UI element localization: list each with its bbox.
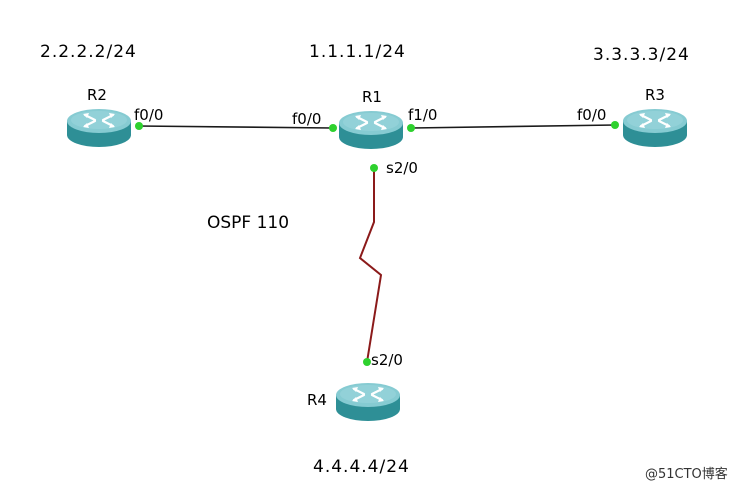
router-r2[interactable] xyxy=(65,107,133,149)
port-dot-r1-f10 xyxy=(407,124,415,132)
port-label-r1-s20: s2/0 xyxy=(386,159,418,177)
port-label-r2-f00: f0/0 xyxy=(134,106,163,124)
link-r1-r3 xyxy=(411,124,616,129)
link-r2-r1 xyxy=(137,125,333,129)
network-label-r3: 3.3.3.3/24 xyxy=(593,45,690,65)
port-dot-r1-s20 xyxy=(370,164,378,172)
port-label-r3-f00: f0/0 xyxy=(577,106,606,124)
router-name-r4: R4 xyxy=(307,391,327,409)
protocol-label: OSPF 110 xyxy=(207,213,289,233)
port-label-r1-f10: f1/0 xyxy=(408,106,437,124)
port-dot-r3-f00 xyxy=(611,121,619,129)
port-dot-r1-f00 xyxy=(329,124,337,132)
router-name-r2: R2 xyxy=(87,86,107,104)
router-r1[interactable] xyxy=(337,109,405,151)
network-label-r4: 4.4.4.4/24 xyxy=(313,457,410,477)
router-r4[interactable] xyxy=(334,381,402,423)
port-label-r1-f00: f0/0 xyxy=(292,110,321,128)
router-name-r1: R1 xyxy=(362,88,382,106)
watermark: @51CTO博客 xyxy=(645,466,728,482)
network-label-r1: 1.1.1.1/24 xyxy=(309,42,406,62)
port-dot-r2-f00 xyxy=(135,122,143,130)
router-name-r3: R3 xyxy=(645,86,665,104)
port-dot-r4-s20 xyxy=(363,358,371,366)
link-r1-r4-serial xyxy=(358,168,383,363)
router-r3[interactable] xyxy=(621,107,689,149)
port-label-r4-s20: s2/0 xyxy=(371,351,403,369)
network-label-r2: 2.2.2.2/24 xyxy=(40,42,137,62)
